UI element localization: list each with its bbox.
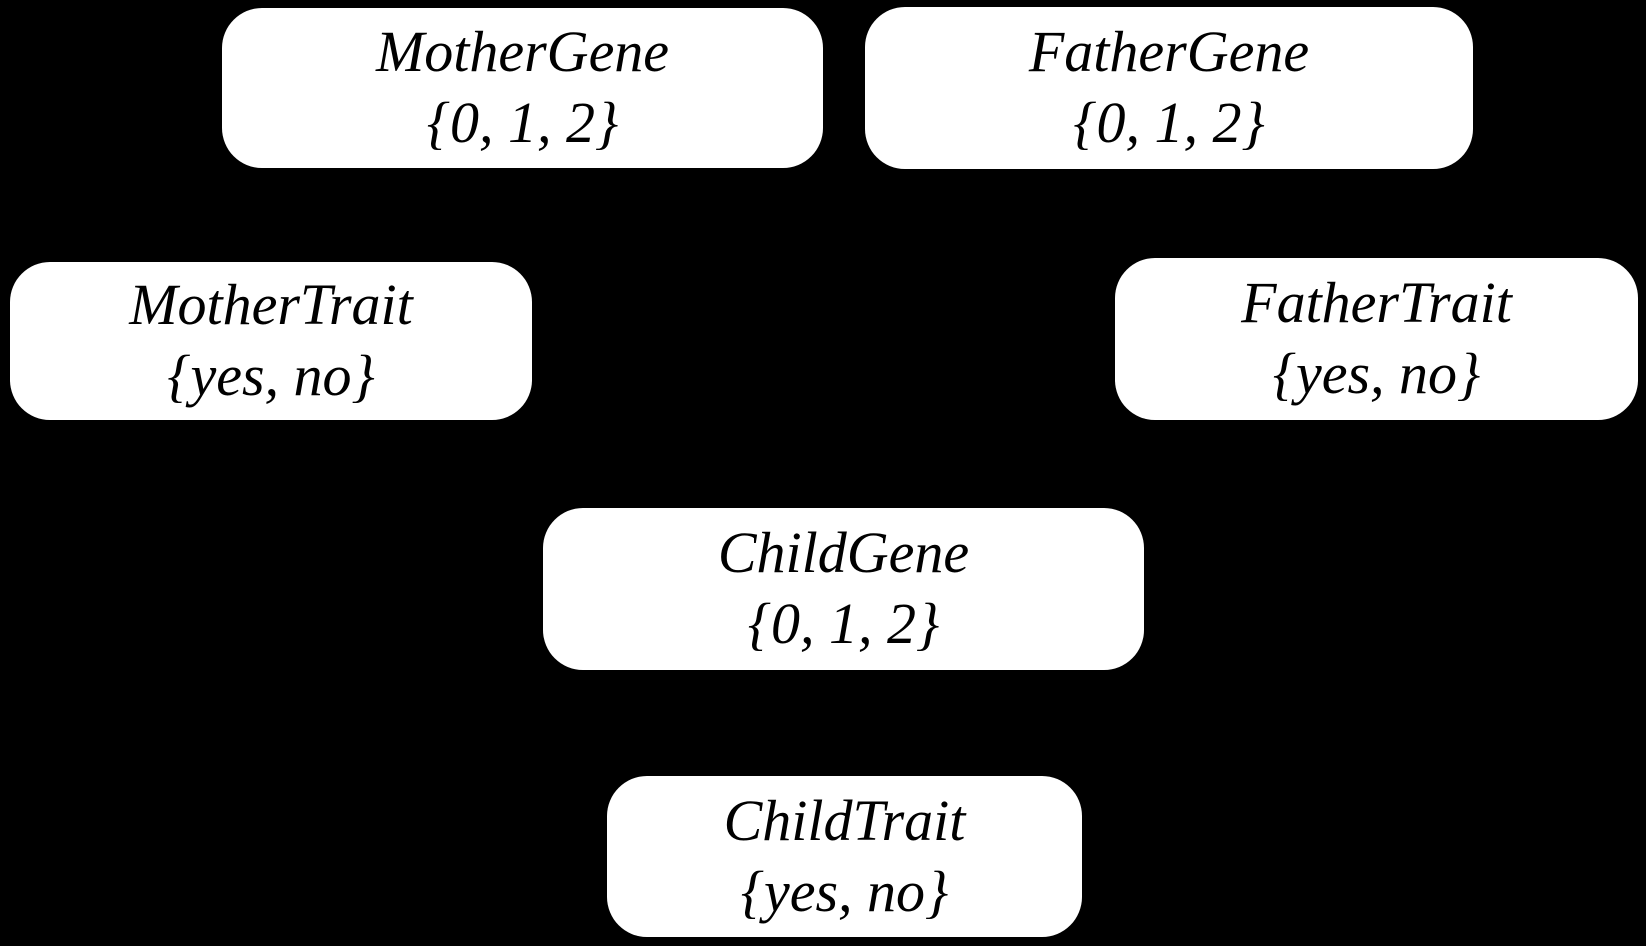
node-child-trait: ChildTrait {yes, no} [607,776,1082,937]
node-father-trait-domain: {yes, no} [1272,341,1481,406]
node-father-gene: FatherGene {0, 1, 2} [865,7,1473,169]
node-father-gene-domain: {0, 1, 2} [1073,90,1265,155]
node-child-gene-domain: {0, 1, 2} [747,591,940,656]
node-mother-gene-label: MotherGene [375,19,670,85]
node-mother-trait-label: MotherTrait [129,272,413,338]
node-father-gene-label: FatherGene [1028,19,1310,85]
node-mother-gene-domain: {0, 1, 2} [426,90,619,155]
node-mother-trait-domain: {yes, no} [167,343,375,408]
node-child-trait-domain: {yes, no} [740,858,949,924]
node-child-trait-label: ChildTrait [723,787,966,853]
node-father-trait: FatherTrait {yes, no} [1115,258,1638,420]
node-child-gene: ChildGene {0, 1, 2} [543,508,1144,670]
node-child-gene-label: ChildGene [717,520,970,586]
node-mother-gene: MotherGene {0, 1, 2} [222,8,823,168]
node-mother-trait: MotherTrait {yes, no} [10,262,532,420]
node-father-trait-label: FatherTrait [1241,270,1512,336]
